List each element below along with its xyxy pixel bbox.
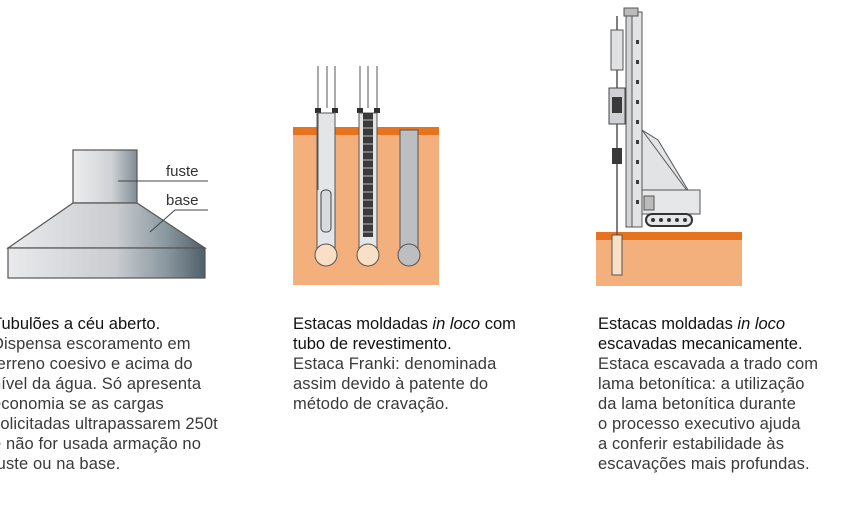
title-franki: Estacas moldadas in loco com [293, 315, 516, 333]
drilling-rig-figure [596, 0, 746, 300]
pile-finished-3 [397, 129, 421, 267]
body-line: economia se as cargas [0, 395, 164, 413]
title-escavada-line2: escavadas mecanicamente. [598, 335, 803, 353]
body-line: nível da água. Só apresenta [0, 375, 202, 393]
body-line: da lama betonítica durante [598, 395, 796, 413]
pile-casing-1 [314, 112, 338, 267]
title-tubulao: Tubulões a céu aberto. [0, 315, 161, 333]
title-franki-line2: tubo de revestimento. [293, 335, 452, 353]
body-line: a conferir estabilidade às [598, 435, 785, 453]
body-line: Dispensa escoramento em [0, 335, 191, 353]
body-line: Estaca Franki: denominada [293, 355, 497, 373]
pile-cage-2 [356, 112, 380, 267]
body-line: método de cravação. [293, 395, 449, 413]
body-line: fuste ou na base. [0, 455, 121, 473]
body-line: o processo executivo ajuda [598, 415, 801, 433]
body-line: terreno coesivo e acima do [0, 355, 193, 373]
body-line: Estaca escavada a trado com [598, 355, 819, 373]
caption-franki: Estacas moldadas in loco com tubo de rev… [293, 314, 583, 414]
soil-top-layer-rig [596, 232, 742, 240]
label-base: base [166, 192, 199, 209]
body-line: lama betonítica: a utilização [598, 375, 805, 393]
caption-escavada: Estacas moldadas in loco escavadas mecan… [598, 314, 866, 474]
caption-tubulao: Tubulões a céu aberto. Dispensa escorame… [0, 314, 277, 474]
body-line: escavações mais profundas. [598, 455, 810, 473]
tubulao-figure: fuste base [0, 0, 260, 300]
fuste-shape [72, 149, 138, 204]
franki-figure [293, 0, 443, 300]
body-line: assim devido à patente do [293, 375, 489, 393]
title-escavada: Estacas moldadas in loco [598, 315, 786, 333]
body-line: e não for usada armação no [0, 435, 201, 453]
body-line: solicitadas ultrapassarem 250t [0, 415, 218, 433]
label-fuste: fuste [166, 163, 199, 180]
